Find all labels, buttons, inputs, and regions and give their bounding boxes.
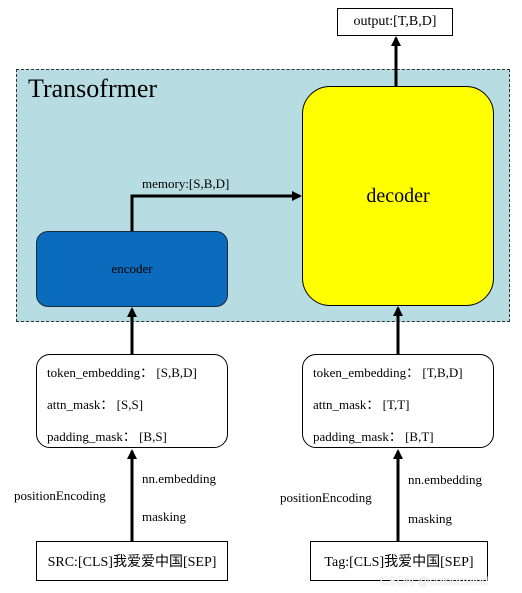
watermark: CSDN @colourmind bbox=[380, 574, 489, 588]
tgt-embedding-box: token_embedding： [T,B,D] attn_mask： [T,T… bbox=[302, 354, 494, 448]
encoder-box: encoder bbox=[36, 231, 228, 307]
tgt-padding-mask: padding_mask： [B,T] bbox=[313, 429, 434, 444]
tgt-attn-mask: attn_mask： [T,T] bbox=[313, 397, 410, 412]
transformer-title: Transofrmer bbox=[28, 74, 158, 103]
tgt-masking-label: masking bbox=[408, 511, 453, 526]
arrow-memory bbox=[130, 191, 302, 231]
src-nn-embedding-label: nn.embedding bbox=[142, 471, 217, 486]
src-input-box: SRC:[CLS]我爱爱中国[SEP] bbox=[36, 541, 228, 581]
src-position-encoding-label: positionEncoding bbox=[14, 488, 106, 503]
src-embedding-box: token_embedding： [S,B,D] attn_mask： [S,S… bbox=[36, 354, 228, 448]
tgt-input-box: Tag:[CLS]我爱中国[SEP] bbox=[310, 541, 488, 581]
src-masking-label: masking bbox=[142, 509, 187, 524]
src-attn-mask: attn_mask： [S,S] bbox=[47, 397, 144, 412]
output-box: output:[T,B,D] bbox=[337, 8, 453, 36]
tgt-position-encoding-label: positionEncoding bbox=[280, 490, 372, 505]
memory-label: memory:[S,B,D] bbox=[142, 176, 230, 191]
src-token-embedding: token_embedding： [S,B,D] bbox=[47, 365, 197, 380]
decoder-box: decoder bbox=[302, 86, 494, 306]
tgt-nn-embedding-label: nn.embedding bbox=[408, 472, 483, 487]
tgt-token-embedding: token_embedding： [T,B,D] bbox=[313, 365, 463, 380]
src-padding-mask: padding_mask： [B,S] bbox=[47, 429, 167, 444]
